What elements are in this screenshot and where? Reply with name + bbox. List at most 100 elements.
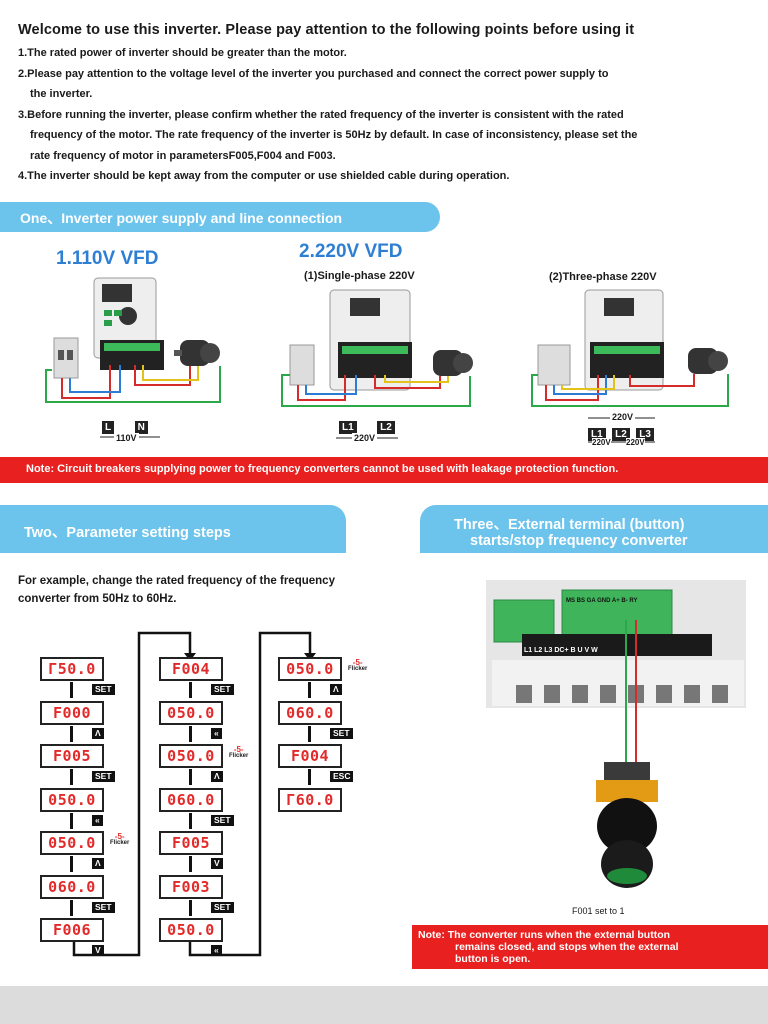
voltage-220-single: 220V xyxy=(352,433,378,443)
flow-connectors xyxy=(72,631,316,957)
intro-line: the inverter. xyxy=(30,88,93,100)
key-label: V xyxy=(211,858,223,869)
flow-arrow xyxy=(70,725,73,742)
key-label: SET xyxy=(92,684,115,695)
parameter-display: 060.0 xyxy=(40,874,104,899)
terminal-l: L xyxy=(102,421,115,434)
terminal-l1: L1 xyxy=(339,421,357,434)
breaker-icon xyxy=(289,344,315,386)
example-line-2: converter from 50Hz to 60Hz. xyxy=(18,593,177,605)
single-phase-caption: (1)Single-phase 220V xyxy=(304,270,415,282)
parameter-display: 050.0 xyxy=(40,787,104,812)
note3-line-3: button is open. xyxy=(455,953,531,965)
parameter-display: 050.0 xyxy=(159,744,223,768)
flicker-word: Flicker xyxy=(229,753,249,759)
flow-arrow xyxy=(70,769,73,785)
key-label: SET xyxy=(92,901,115,913)
note3-line-1: Note: The converter runs when the extern… xyxy=(418,929,671,941)
parameter-display: 060.0 xyxy=(278,700,342,725)
parameter-display: 050.0 xyxy=(278,657,342,681)
parameter-display: F004 xyxy=(159,657,223,681)
motor-icon xyxy=(174,340,220,366)
flicker-digit: -5- xyxy=(233,745,244,754)
key-label: ESC xyxy=(330,771,354,782)
section-three-title-1: Three、External terminal (button) xyxy=(454,517,685,533)
three-phase-caption: (2)Three-phase 220V xyxy=(549,271,657,283)
key-label: Λ xyxy=(92,727,104,739)
motor-icon xyxy=(688,348,728,374)
flow-arrow xyxy=(189,899,192,916)
page-title: Welcome to use this inverter. Please pay… xyxy=(18,22,635,38)
flicker-word: Flicker xyxy=(110,840,130,846)
intro-line: frequency of the motor. The rate frequen… xyxy=(30,129,638,141)
flow-arrow xyxy=(308,682,311,698)
note-text: Note: Circuit breakers supplying power t… xyxy=(26,463,619,475)
key-label: Λ xyxy=(211,771,223,782)
intro-line: 3.Before running the inverter, please co… xyxy=(18,108,624,121)
terminals-220v-three: L1 L2 L3 xyxy=(588,424,656,442)
flow-arrow xyxy=(70,812,73,829)
parameter-display: 050.0 xyxy=(159,918,223,942)
breaker-icon xyxy=(53,337,79,379)
flow-arrow xyxy=(70,899,73,916)
parameter-display: F000 xyxy=(40,700,104,725)
key-label: « xyxy=(211,727,222,739)
flicker-note: -5-Flicker xyxy=(229,746,248,760)
parameter-display: F004 xyxy=(278,744,342,768)
section-one-header: One、Inverter power supply and line conne… xyxy=(0,202,440,232)
terminal-labels-bottom: L1 L2 L3 DC+ B U V W xyxy=(524,647,598,654)
parameter-display: Γ60.0 xyxy=(278,787,342,812)
footer-strip xyxy=(0,986,768,1024)
vfd-220-heading: 2.220V VFD xyxy=(299,241,403,262)
terminal-l2: L2 xyxy=(377,421,395,434)
terminal-l3: L3 xyxy=(636,428,654,441)
intro-line: rate frequency of motor in parametersF00… xyxy=(30,149,336,162)
terminal-l1: L1 xyxy=(588,428,606,441)
example-line-1: For example, change the rated frequency … xyxy=(18,575,335,587)
flow-arrow xyxy=(189,856,192,872)
voltage-220-top: 220V xyxy=(610,412,636,422)
flow-arrow xyxy=(189,725,192,742)
parameter-display: 050.0 xyxy=(40,831,104,855)
terminal-n: N xyxy=(134,421,148,434)
key-label: Λ xyxy=(92,858,104,869)
terminals-220v-single: L1 L2 xyxy=(339,417,397,435)
wiring-220v-three xyxy=(531,289,729,407)
wiring-diagrams xyxy=(45,277,729,443)
flow-arrow xyxy=(70,682,73,698)
flow-arrow xyxy=(308,769,311,785)
flow-arrow xyxy=(189,812,192,829)
parameter-display: F005 xyxy=(40,744,104,768)
push-button-icon xyxy=(596,762,658,888)
section-two-title: Two、Parameter setting steps xyxy=(24,525,231,541)
key-label: SET xyxy=(92,771,115,782)
terminals-110v: L N xyxy=(102,417,150,435)
section-one-title: One、Inverter power supply and line conne… xyxy=(20,210,343,226)
intro-line: 2.Please pay attention to the voltage le… xyxy=(18,67,609,80)
intro-line: 4.The inverter should be kept away from … xyxy=(18,170,510,182)
motor-icon xyxy=(433,350,473,376)
flow-arrow xyxy=(70,856,73,872)
section-three-title-2: starts/stop frequency converter xyxy=(470,533,688,549)
key-label: « xyxy=(92,814,103,826)
voltage-110: 110V xyxy=(114,433,139,443)
flow-arrow xyxy=(189,682,192,698)
intro-line: 1.The rated power of inverter should be … xyxy=(18,47,347,59)
flow-arrow xyxy=(308,725,311,742)
flicker-note: -5-Flicker xyxy=(348,659,367,673)
parameter-display: F003 xyxy=(159,874,223,899)
circuit-breaker-note: Note: Circuit breakers supplying power t… xyxy=(0,457,768,483)
flicker-digit: -5- xyxy=(352,658,363,667)
parameter-display: 060.0 xyxy=(159,787,223,812)
wiring-220v-single xyxy=(281,289,473,407)
f001-caption: F001 set to 1 xyxy=(572,906,625,916)
parameter-display: F006 xyxy=(40,918,104,942)
key-label: SET xyxy=(211,684,234,695)
key-label: V xyxy=(92,945,104,956)
voltage-220-b: 220V xyxy=(592,438,611,447)
parameter-display: Γ50.0 xyxy=(40,657,104,681)
external-button-note: Note: The converter runs when the extern… xyxy=(412,925,768,969)
key-label: SET xyxy=(330,727,353,739)
section-two-header: Two、Parameter setting steps xyxy=(0,505,346,553)
section-three-header: Three、External terminal (button) starts/… xyxy=(420,505,768,553)
